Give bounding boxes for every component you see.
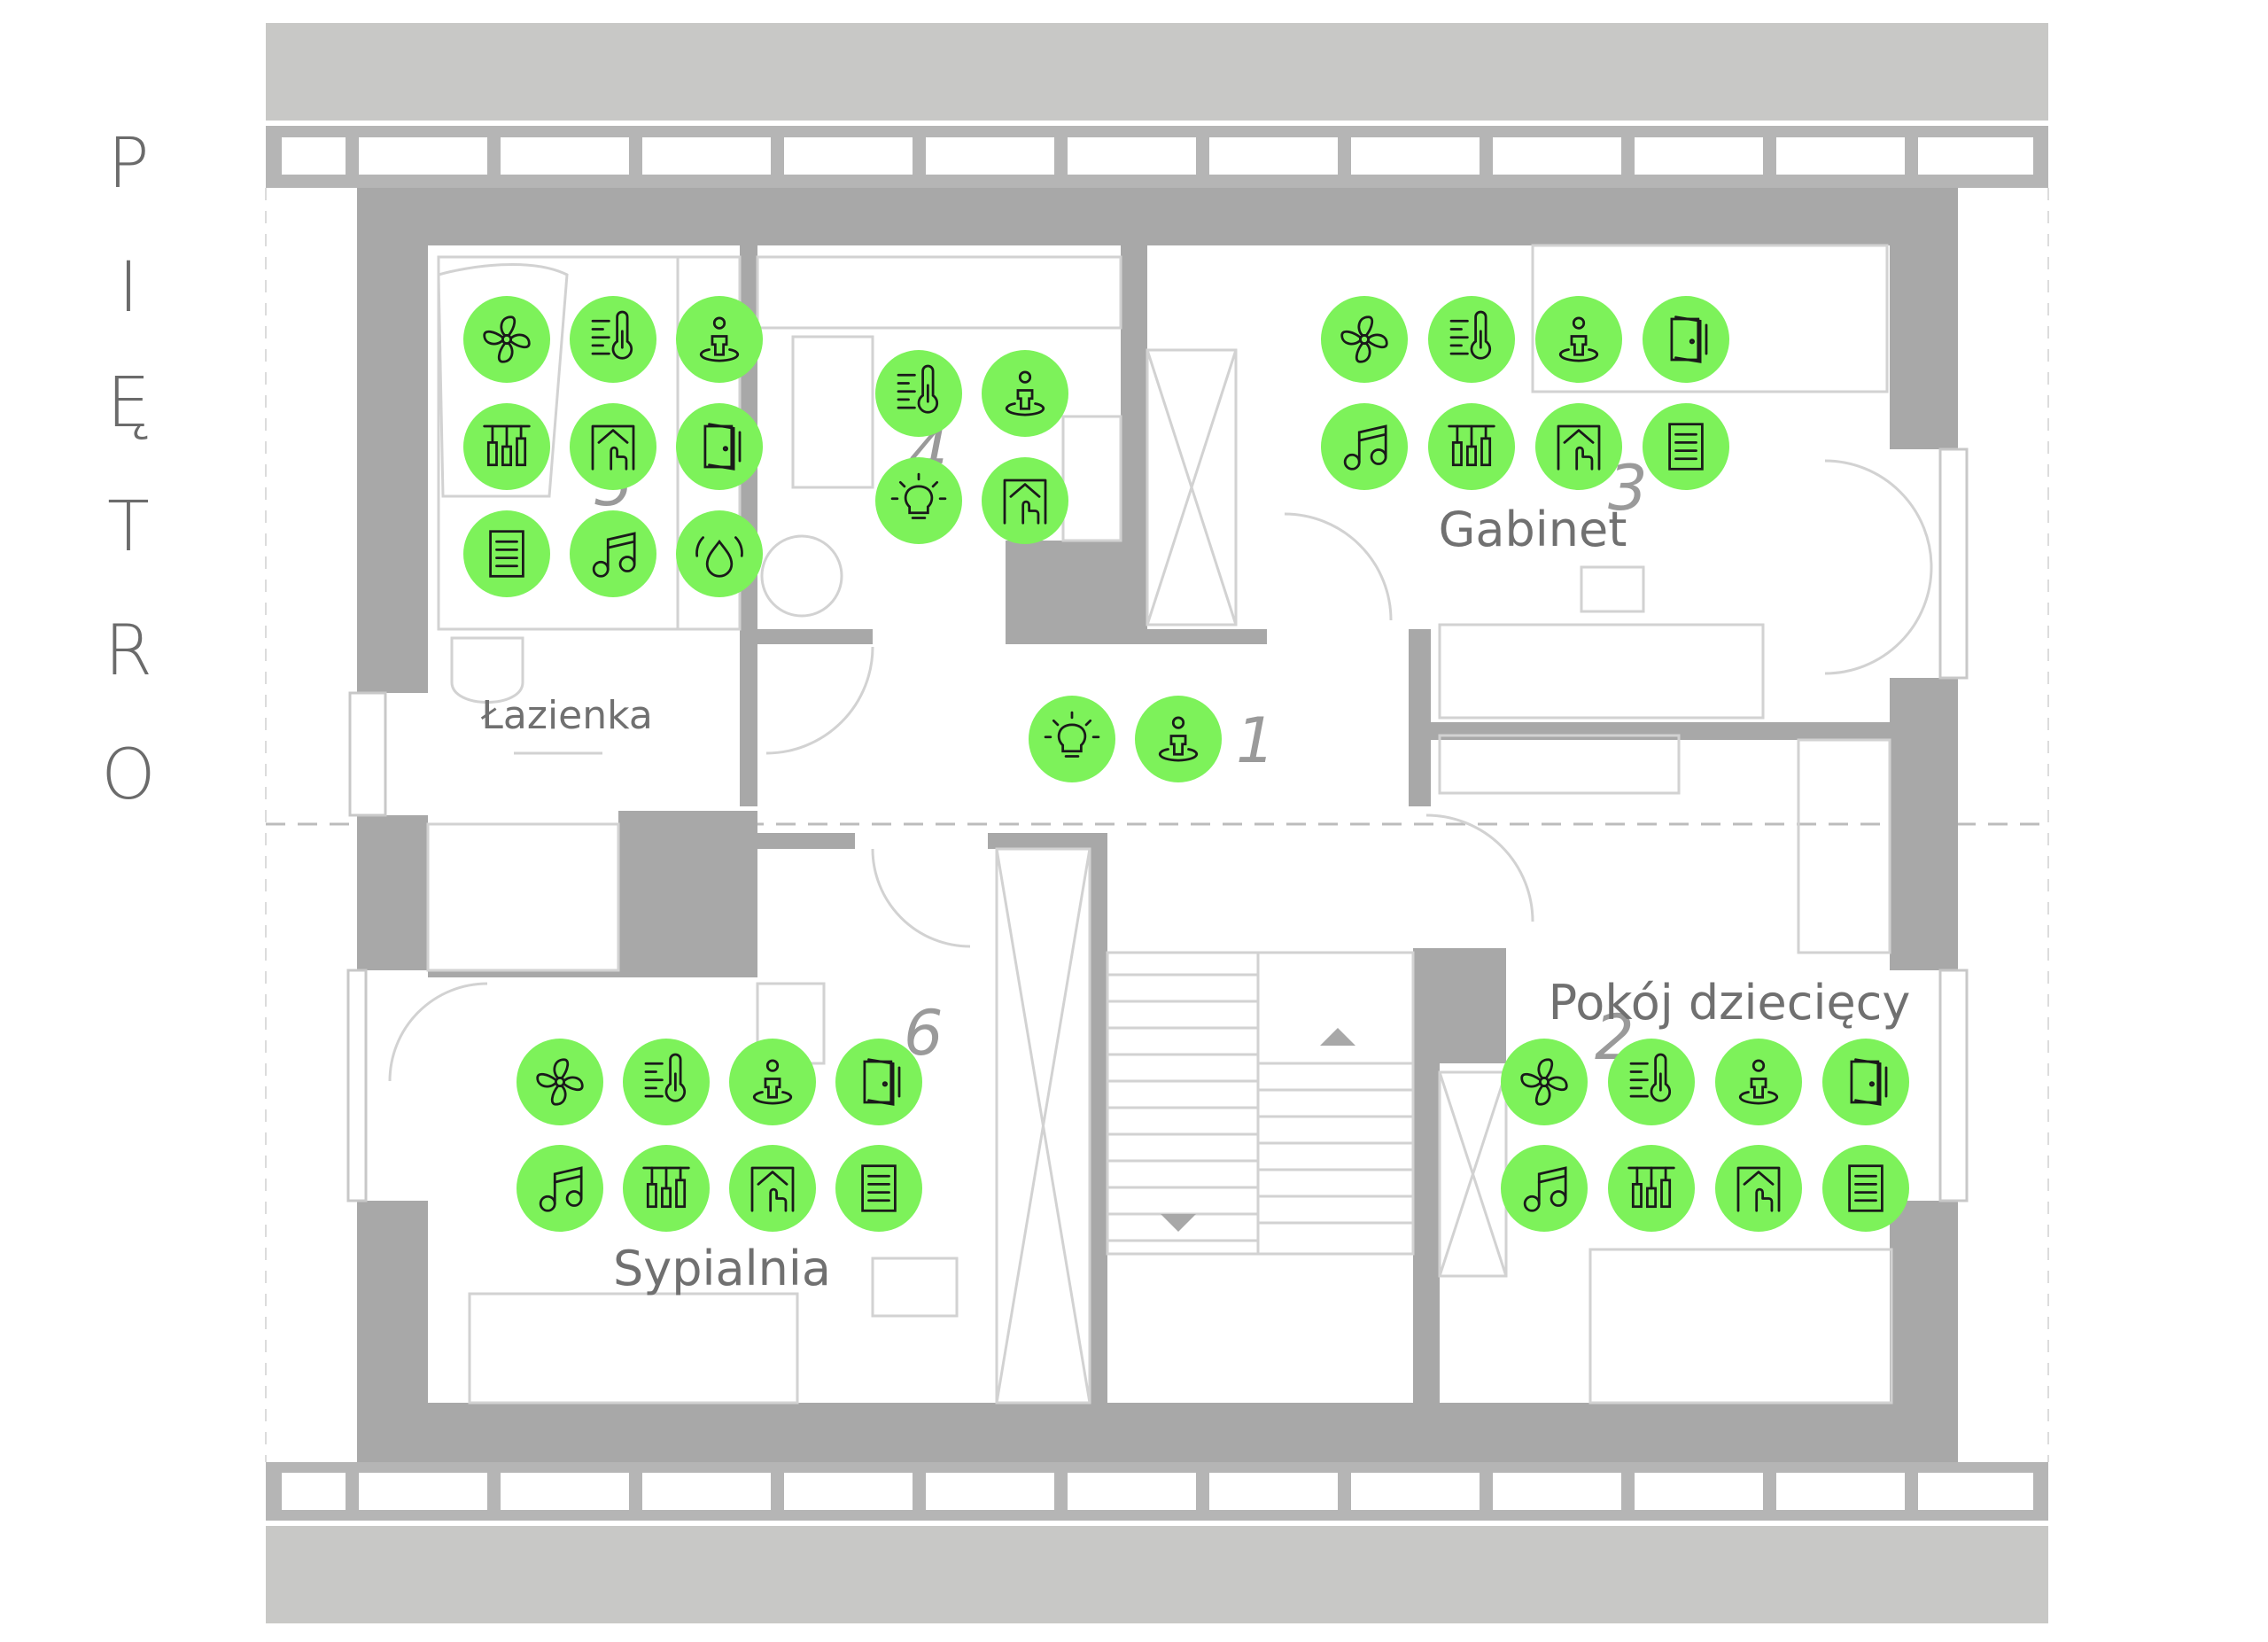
light-icon[interactable] bbox=[875, 457, 962, 544]
smart-home-icon[interactable] bbox=[982, 457, 1068, 544]
room-name-lazienka: Łazienka bbox=[480, 693, 653, 738]
room-number-korytarz: 1 bbox=[1236, 704, 1276, 777]
device-icons bbox=[463, 296, 1909, 1232]
blinds-icon[interactable] bbox=[623, 1145, 710, 1232]
door-sensor-icon[interactable] bbox=[1643, 296, 1729, 383]
smart-home-icon[interactable] bbox=[570, 403, 656, 490]
blinds-icon[interactable] bbox=[1608, 1145, 1695, 1232]
outer-walls bbox=[357, 188, 1958, 1462]
light-icon[interactable] bbox=[1029, 696, 1115, 782]
fan-icon[interactable] bbox=[1501, 1039, 1588, 1125]
fan-icon[interactable] bbox=[517, 1039, 603, 1125]
floor-label-letter: T bbox=[107, 487, 150, 567]
blinds-icon[interactable] bbox=[1428, 403, 1515, 490]
room-name-pokoj-dzieciecy: Pokój dziecięcy bbox=[1549, 975, 1911, 1031]
presence-icon[interactable] bbox=[1535, 296, 1622, 383]
scenario-list-icon[interactable] bbox=[1822, 1145, 1909, 1232]
floor-label-letter: Ę bbox=[106, 363, 151, 443]
music-icon[interactable] bbox=[570, 510, 656, 597]
blinds-icon[interactable] bbox=[463, 403, 550, 490]
door-sensor-icon[interactable] bbox=[835, 1039, 922, 1125]
door-sensor-icon[interactable] bbox=[676, 403, 763, 490]
thermostat-icon[interactable] bbox=[570, 296, 656, 383]
smart-home-icon[interactable] bbox=[1715, 1145, 1802, 1232]
scenario-list-icon[interactable] bbox=[1643, 403, 1729, 490]
roof-eave-bottom bbox=[266, 1526, 2048, 1623]
presence-icon[interactable] bbox=[729, 1039, 816, 1125]
floor-label-letter: O bbox=[101, 735, 156, 815]
room-name-gabinet: Gabinet bbox=[1439, 502, 1627, 557]
music-icon[interactable] bbox=[1321, 403, 1408, 490]
thermostat-icon[interactable] bbox=[623, 1039, 710, 1125]
smart-home-icon[interactable] bbox=[729, 1145, 816, 1232]
thermostat-icon[interactable] bbox=[1428, 296, 1515, 383]
thermostat-icon[interactable] bbox=[875, 350, 962, 437]
music-icon[interactable] bbox=[517, 1145, 603, 1232]
floor-label-letter: I bbox=[118, 248, 139, 328]
scenario-list-icon[interactable] bbox=[835, 1145, 922, 1232]
thermostat-icon[interactable] bbox=[1608, 1039, 1695, 1125]
presence-icon[interactable] bbox=[676, 296, 763, 383]
room-name-sypialnia: Sypialnia bbox=[613, 1241, 831, 1296]
door-sensor-icon[interactable] bbox=[1822, 1039, 1909, 1125]
roof-eave-top bbox=[266, 23, 2048, 121]
smart-home-icon[interactable] bbox=[1535, 403, 1622, 490]
fan-icon[interactable] bbox=[1321, 296, 1408, 383]
presence-icon[interactable] bbox=[982, 350, 1068, 437]
presence-icon[interactable] bbox=[1715, 1039, 1802, 1125]
floor-label-letter: R bbox=[104, 611, 153, 691]
fan-icon[interactable] bbox=[463, 296, 550, 383]
scenario-list-icon[interactable] bbox=[463, 510, 550, 597]
music-icon[interactable] bbox=[1501, 1145, 1588, 1232]
floor-label-letter: P bbox=[107, 124, 150, 204]
water-leak-icon[interactable] bbox=[676, 510, 763, 597]
presence-icon[interactable] bbox=[1135, 696, 1222, 782]
